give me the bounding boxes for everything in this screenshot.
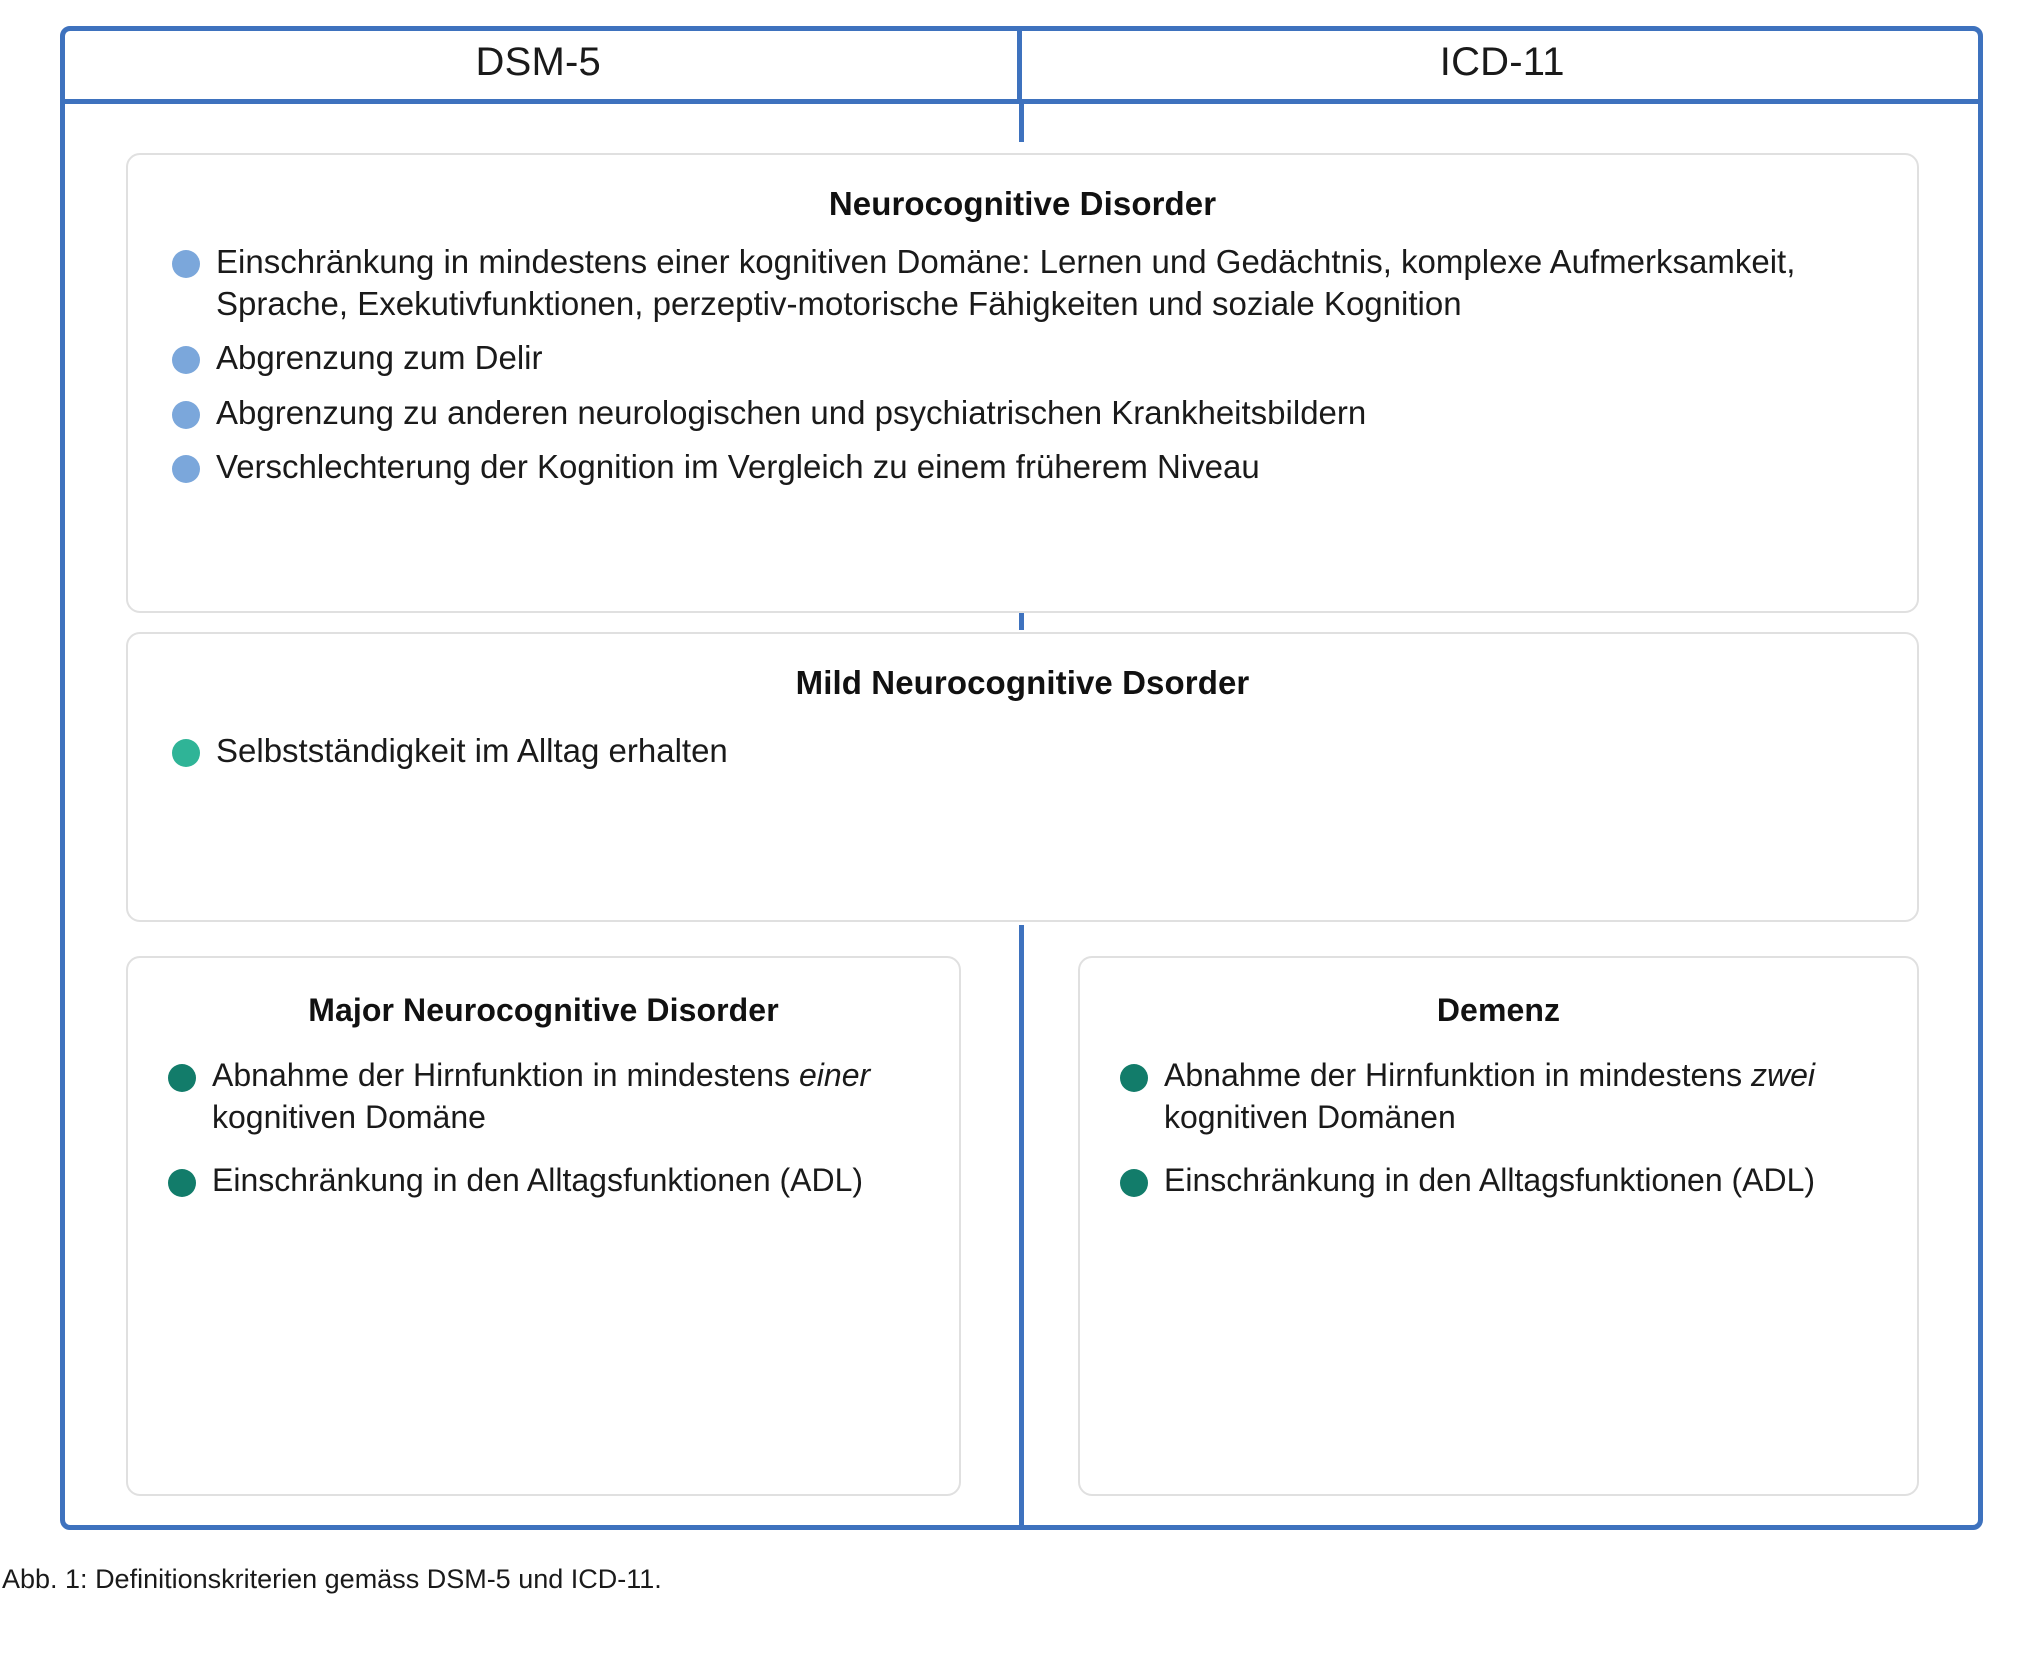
- list-item: Abnahme der Hirnfunktion in mindestens e…: [168, 1055, 919, 1138]
- list-item-text-pre: Abnahme der Hirnfunktion in mindestens: [212, 1057, 799, 1093]
- column-divider-top: [1019, 104, 1024, 142]
- list-item-label: Verschlechterung der Kognition im Vergle…: [216, 447, 1260, 485]
- list-item: Selbstständigkeit im Alltag erhalten: [172, 730, 1873, 772]
- list-item-label: Abgrenzung zum Delir: [216, 339, 543, 377]
- list-item: Einschränkung in den Alltagsfunktionen (…: [1120, 1160, 1877, 1202]
- list-item-text-emphasis: einer: [798, 1057, 871, 1093]
- bullet-dot-icon: [172, 400, 200, 429]
- list-item-label: Abnahme der Hirnfunktion in mindestens e…: [212, 1055, 919, 1138]
- card-title-major-neurocognitive-disorder: Major Neurocognitive Disorder: [308, 992, 779, 1028]
- list-item-text-emphasis: zwei: [1750, 1057, 1815, 1093]
- list-item: Abgrenzung zu anderen neurologischen und…: [172, 392, 1873, 434]
- bullet-dot-icon: [1120, 1064, 1148, 1092]
- bullet-list-demenz: Abnahme der Hirnfunktion in mindestens z…: [1080, 1033, 1917, 1202]
- list-item-label: Einschränkung in mindestens einer kognit…: [216, 243, 1796, 323]
- bullet-dot-icon: [172, 346, 200, 375]
- list-item-text-pre: Einschränkung in den Alltagsfunktionen (…: [1164, 1162, 1816, 1199]
- bullet-dot-icon: [172, 739, 200, 767]
- card-demenz: Demenz Abnahme der Hirnfunktion in minde…: [1078, 956, 1919, 1496]
- list-item-text-pre: Abnahme der Hirnfunktion in mindestens: [1164, 1057, 1751, 1093]
- list-item-label: Einschränkung in den Alltagsfunktionen (…: [212, 1160, 863, 1202]
- bullet-dot-icon: [1120, 1169, 1148, 1198]
- card-title-neurocognitive-disorder: Neurocognitive Disorder: [828, 185, 1217, 222]
- list-item-text-post: kognitiven Domänen: [1164, 1098, 1456, 1135]
- column-header-row: DSM-5 ICD-11: [60, 26, 1983, 104]
- column-divider-stub: [1019, 608, 1024, 630]
- list-item-label: Einschränkung in den Alltagsfunktionen (…: [1164, 1160, 1815, 1202]
- bullet-list-major-neurocognitive-disorder: Abnahme der Hirnfunktion in mindestens e…: [128, 1033, 959, 1202]
- column-header-icd11-label: ICD-11: [1439, 40, 1565, 84]
- list-item-label: Abgrenzung zu anderen neurologischen und…: [216, 393, 1367, 431]
- list-item: Abnahme der Hirnfunktion in mindestens z…: [1120, 1055, 1877, 1138]
- list-item-text-post: kognitiven Domäne: [212, 1098, 486, 1135]
- column-header-dsm5-label: DSM-5: [475, 40, 601, 84]
- list-item-label: Abnahme der Hirnfunktion in mindestens z…: [1164, 1055, 1877, 1138]
- list-item: Abgrenzung zum Delir: [172, 337, 1873, 379]
- bullet-list-neurocognitive-disorder: Einschränkung in mindestens einer kognit…: [128, 227, 1917, 488]
- bullet-dot-icon: [172, 454, 200, 483]
- column-header-icd11: ICD-11: [1022, 26, 1984, 99]
- list-item: Einschränkung in mindestens einer kognit…: [172, 241, 1873, 325]
- list-item: Einschränkung in den Alltagsfunktionen (…: [168, 1160, 919, 1202]
- bullet-dot-icon: [168, 1169, 196, 1198]
- bullet-dot-icon: [172, 250, 200, 278]
- bullet-list-mild-neurocognitive-disorder: Selbstständigkeit im Alltag erhalten: [128, 706, 1917, 772]
- bullet-dot-icon: [168, 1064, 196, 1092]
- list-item-text-pre: Einschränkung in den Alltagsfunktionen (…: [212, 1162, 864, 1199]
- list-item: Verschlechterung der Kognition im Vergle…: [172, 446, 1873, 488]
- card-neurocognitive-disorder: Neurocognitive Disorder Einschränkung in…: [126, 153, 1919, 613]
- card-title-demenz: Demenz: [1436, 992, 1561, 1028]
- card-major-neurocognitive-disorder: Major Neurocognitive Disorder Abnahme de…: [126, 956, 961, 1496]
- column-divider-bottom: [1019, 925, 1024, 1530]
- card-mild-neurocognitive-disorder: Mild Neurocognitive Dsorder Selbstständi…: [126, 632, 1919, 922]
- list-item-label: Selbstständigkeit im Alltag erhalten: [216, 732, 728, 769]
- figure-caption: Abb. 1: Definitionskriterien gemäss DSM-…: [2, 1564, 662, 1594]
- card-title-mild-neurocognitive-disorder: Mild Neurocognitive Dsorder: [795, 664, 1250, 701]
- column-header-dsm5: DSM-5: [60, 26, 1022, 99]
